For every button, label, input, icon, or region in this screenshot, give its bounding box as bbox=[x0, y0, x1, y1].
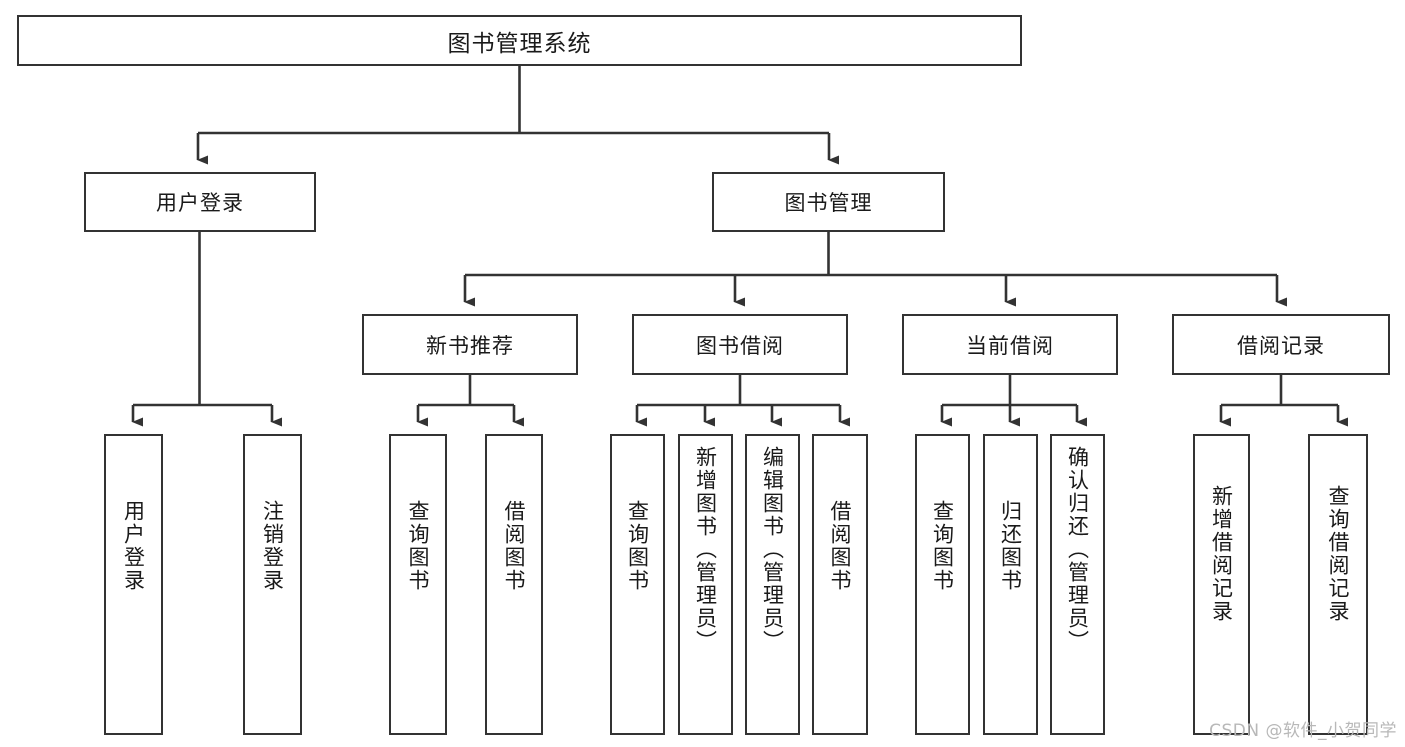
node-label: 新书推荐 bbox=[426, 333, 514, 358]
node-new-book-recommend[interactable]: 新书推荐 bbox=[362, 314, 578, 375]
leaf-borrow-book-recommend[interactable]: 借阅图书 bbox=[485, 434, 543, 735]
node-book-borrow[interactable]: 图书借阅 bbox=[632, 314, 848, 375]
node-label: 编辑图书（管理员） bbox=[760, 446, 785, 653]
node-label: 用户登录 bbox=[121, 500, 146, 592]
leaf-query-book-borrow[interactable]: 查询图书 bbox=[610, 434, 665, 735]
node-root[interactable]: 图书管理系统 bbox=[17, 15, 1022, 66]
node-label: 借阅图书 bbox=[828, 500, 853, 592]
node-label: 注销登录 bbox=[260, 500, 285, 592]
node-label: 归还图书 bbox=[998, 500, 1023, 592]
node-label: 用户登录 bbox=[156, 191, 244, 215]
leaf-borrow-book[interactable]: 借阅图书 bbox=[812, 434, 868, 735]
node-user-login[interactable]: 用户登录 bbox=[84, 172, 316, 232]
node-label: 借阅图书 bbox=[502, 500, 527, 592]
node-label: 新增图书（管理员） bbox=[693, 446, 718, 653]
leaf-add-book-admin[interactable]: 新增图书（管理员） bbox=[678, 434, 733, 735]
node-book-management[interactable]: 图书管理 bbox=[712, 172, 945, 232]
node-current-borrow[interactable]: 当前借阅 bbox=[902, 314, 1118, 375]
node-label: 借阅记录 bbox=[1237, 333, 1325, 358]
node-label: 图书管理系统 bbox=[447, 30, 592, 57]
node-label: 图书借阅 bbox=[696, 333, 784, 358]
node-borrow-record[interactable]: 借阅记录 bbox=[1172, 314, 1390, 375]
leaf-confirm-return-admin[interactable]: 确认归还（管理员） bbox=[1050, 434, 1105, 735]
node-label: 查询图书 bbox=[930, 500, 955, 592]
node-label: 新增借阅记录 bbox=[1209, 485, 1234, 623]
leaf-user-login[interactable]: 用户登录 bbox=[104, 434, 163, 735]
leaf-query-book-recommend[interactable]: 查询图书 bbox=[389, 434, 447, 735]
leaf-edit-book-admin[interactable]: 编辑图书（管理员） bbox=[745, 434, 800, 735]
leaf-query-borrow-record[interactable]: 查询借阅记录 bbox=[1308, 434, 1368, 735]
leaf-add-borrow-record[interactable]: 新增借阅记录 bbox=[1193, 434, 1250, 735]
node-label: 查询图书 bbox=[625, 500, 650, 592]
node-label: 确认归还（管理员） bbox=[1065, 446, 1090, 653]
node-label: 图书管理 bbox=[784, 191, 873, 215]
node-label: 查询图书 bbox=[406, 500, 431, 592]
watermark: CSDN @软件_小贺同学 bbox=[1209, 721, 1397, 741]
node-label: 查询借阅记录 bbox=[1326, 485, 1351, 623]
node-label: 当前借阅 bbox=[966, 333, 1054, 358]
leaf-return-book[interactable]: 归还图书 bbox=[983, 434, 1038, 735]
leaf-query-book-current[interactable]: 查询图书 bbox=[915, 434, 970, 735]
leaf-logout-login[interactable]: 注销登录 bbox=[243, 434, 302, 735]
